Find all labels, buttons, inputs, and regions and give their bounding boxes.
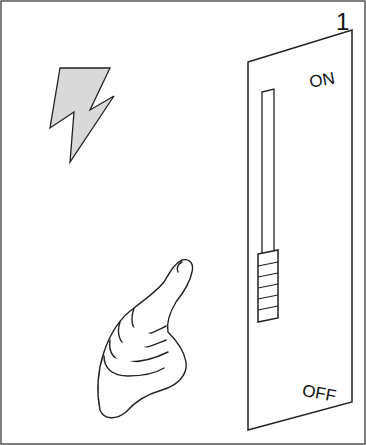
callout-number: 1 (336, 10, 349, 34)
switch-on-label: ON (308, 70, 336, 91)
switch-slot (262, 89, 274, 254)
pointing-hand (98, 260, 193, 418)
lightning-bolt (50, 68, 114, 162)
switch-panel (248, 30, 352, 430)
switch-knob (258, 250, 278, 322)
